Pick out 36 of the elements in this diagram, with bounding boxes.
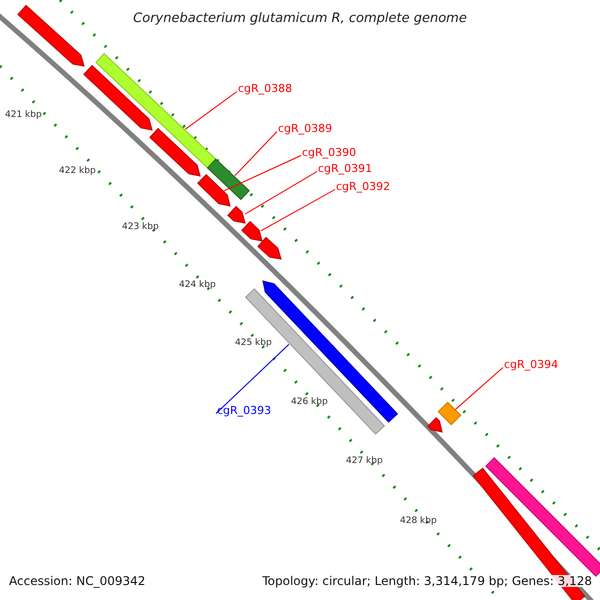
leader-line — [223, 155, 302, 192]
position-label: 428 kbp — [400, 517, 437, 526]
leader-line — [234, 131, 278, 176]
gene-label: cgR_0393 — [217, 405, 272, 416]
leader-line — [260, 189, 336, 232]
leader-line — [216, 344, 290, 414]
gene-label: cgR_0388 — [238, 83, 292, 94]
position-label: 426 kbp — [291, 398, 328, 407]
leader-line — [454, 367, 504, 410]
gene-block — [17, 4, 85, 67]
gene-box — [438, 402, 462, 426]
gene-block — [227, 206, 246, 224]
gene-block — [149, 128, 201, 177]
position-label: 427 kbp — [346, 457, 383, 466]
accession-text: Accession: NC_009342 — [9, 575, 146, 587]
gene-bar — [206, 158, 250, 200]
gene-bar — [485, 457, 600, 577]
position-label: 422 kbp — [59, 167, 96, 176]
gene-label: cgR_0392 — [336, 181, 390, 192]
gene-label: cgR_0391 — [318, 163, 372, 174]
gene-label: cgR_0390 — [302, 147, 356, 158]
genome-info-text: Topology: circular; Length: 3,314,179 bp; Genes: 3,128 — [260, 575, 594, 587]
position-label: 423 kbp — [122, 223, 159, 232]
gene-block — [257, 236, 282, 260]
gene-block — [427, 417, 443, 433]
gene-label: cgR_0389 — [278, 123, 332, 134]
gene-block — [197, 174, 231, 207]
leader-line — [184, 91, 238, 130]
position-label: 421 kbp — [5, 111, 42, 120]
gene-label: cgR_0394 — [504, 359, 558, 370]
diagram-title: Corynebacterium glutamicum R, complete genome — [132, 12, 468, 25]
gene-block — [83, 64, 153, 131]
position-label: 424 kbp — [179, 281, 216, 290]
position-label: 425 kbp — [235, 339, 272, 348]
leader-line — [244, 171, 318, 214]
gene-block — [241, 220, 263, 242]
